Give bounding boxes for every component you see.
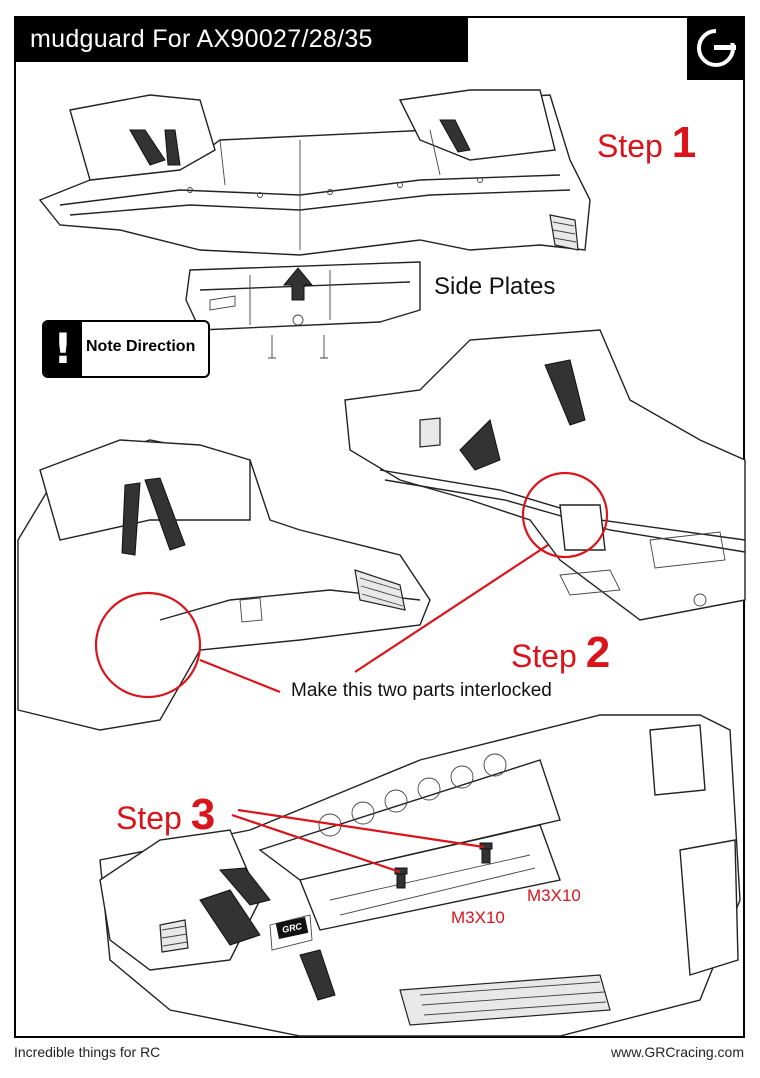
step3-chassis-drawing xyxy=(99,714,741,1037)
step1-chassis-drawing xyxy=(38,89,591,359)
interlock-leader-right xyxy=(354,544,549,673)
step-1-label: Step 1 xyxy=(597,118,697,167)
interlock-caption: Make this two parts interlocked xyxy=(291,680,552,701)
footer-website: www.GRCracing.com xyxy=(610,1044,744,1060)
footer-tagline: Incredible things for RC xyxy=(14,1044,161,1060)
note-direction-text: Note Direction xyxy=(86,338,196,355)
interlock-leader-left xyxy=(199,658,281,694)
side-plates-label: Side Plates xyxy=(434,273,556,300)
note-direction-badge: ! Note Direction xyxy=(42,320,210,378)
page-title: mudguard For AX90027/28/35 xyxy=(14,16,468,62)
step-2-label: Step 2 xyxy=(511,628,611,677)
screw-label-upper: M3X10 xyxy=(527,886,581,905)
warning-icon: ! xyxy=(44,322,82,376)
step2-right-chassis-drawing xyxy=(344,329,746,621)
step-3-label: Step 3 xyxy=(116,790,216,839)
grc-logo-icon xyxy=(687,16,745,80)
step2-left-chassis-drawing xyxy=(17,439,431,731)
screw-label-lower: M3X10 xyxy=(451,908,505,927)
